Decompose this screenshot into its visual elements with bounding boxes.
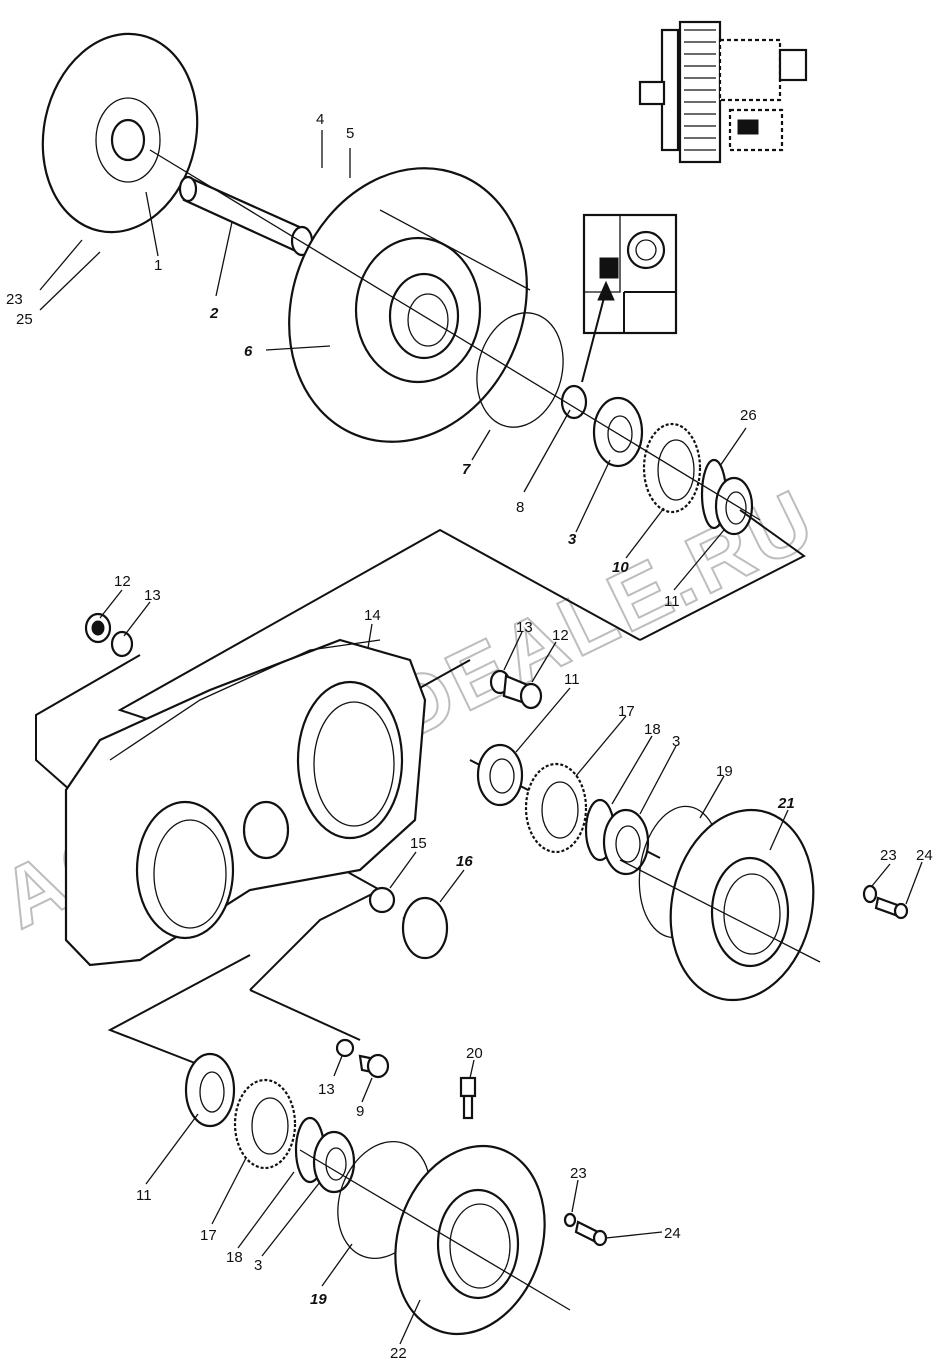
callout-label-c24a: 24 [916, 847, 933, 864]
input-shaft [178, 175, 314, 257]
callout-label-c13c: 13 [318, 1081, 335, 1098]
callout-label-c6: 6 [244, 343, 253, 360]
bolt-24-right [874, 896, 909, 920]
callout-label-c22: 22 [390, 1345, 407, 1362]
plug-15 [368, 886, 396, 914]
callout-label-c14: 14 [364, 607, 381, 624]
cover-21 [669, 808, 815, 1002]
callout-label-c10: 10 [612, 559, 629, 576]
callout-label-c1: 1 [154, 257, 162, 274]
callout-label-c5: 5 [346, 125, 354, 142]
gear-case-housing [64, 638, 427, 967]
callout-label-c18b: 18 [226, 1249, 243, 1266]
center-axis-lower [299, 1149, 571, 1311]
center-axis-middle [619, 859, 821, 963]
plug-9 [358, 1053, 390, 1079]
washer-13-lower [335, 1038, 355, 1058]
callout-label-c17b: 17 [200, 1227, 217, 1244]
assembly-inset [638, 20, 808, 164]
washer-23-lower [563, 1212, 577, 1228]
flex-plate [41, 32, 199, 234]
detail-arrow-line [581, 289, 607, 383]
callout-label-c11a: 11 [664, 593, 680, 610]
callout-label-c16: 16 [456, 853, 473, 870]
washer-13-upper-left [110, 630, 134, 658]
callout-label-c8: 8 [516, 499, 524, 516]
callout-label-c13a: 13 [144, 587, 161, 604]
callout-label-c24b: 24 [664, 1225, 681, 1242]
bearing-3-upper [592, 396, 644, 468]
o-ring-7 [476, 312, 564, 428]
leader-lines [39, 130, 923, 1345]
center-axis-upper [149, 149, 761, 521]
callout-label-c13b: 13 [516, 619, 533, 636]
callout-label-c23b: 23 [6, 291, 23, 308]
seal-8 [560, 384, 588, 420]
cover-22 [394, 1144, 546, 1336]
gear-17-lower [233, 1078, 297, 1170]
callout-label-c19a: 19 [716, 763, 733, 780]
flywheel-housing [288, 167, 528, 443]
washer-23-right [862, 884, 878, 904]
callout-label-c11c: 11 [136, 1187, 152, 1204]
callout-label-c2: 2 [209, 305, 219, 322]
callout-label-c7: 7 [462, 461, 471, 478]
plug-12-right [502, 674, 543, 710]
gear-17-middle [524, 762, 588, 854]
detail-arrow-head [597, 280, 615, 301]
callout-label-c23c: 23 [570, 1165, 587, 1182]
bearing-3-middle [602, 808, 650, 876]
callout-label-c26: 26 [740, 407, 757, 424]
fitting-20 [459, 1076, 477, 1120]
callout-label-c23a: 23 [880, 847, 897, 864]
bearing-section-inset [582, 213, 678, 335]
bearing-11-upper [714, 476, 754, 536]
callout-labels: 1233345678910111111121213131314151617171… [6, 111, 933, 1362]
callout-label-c3c: 3 [254, 1257, 262, 1274]
callout-label-c3b: 3 [672, 733, 680, 750]
gear-10 [642, 422, 702, 514]
callout-label-c12b: 12 [552, 627, 569, 644]
callout-label-c21: 21 [777, 795, 795, 812]
callout-label-c25: 25 [16, 311, 33, 328]
callout-label-c3a: 3 [568, 531, 577, 548]
callout-label-c20: 20 [466, 1045, 483, 1062]
bolt-24-lower [574, 1220, 608, 1247]
callout-label-c11b: 11 [564, 671, 580, 688]
callout-label-c9: 9 [356, 1103, 364, 1120]
callout-label-c15: 15 [410, 835, 427, 852]
bearing-11-middle [476, 743, 524, 807]
callout-label-c17a: 17 [618, 703, 635, 720]
bearing-11-lower [184, 1052, 236, 1128]
cap-16 [401, 896, 449, 960]
callout-label-c19b: 19 [310, 1291, 327, 1308]
callout-label-c18a: 18 [644, 721, 661, 738]
callout-label-c12a: 12 [114, 573, 131, 590]
callout-label-c4: 4 [316, 111, 324, 128]
bearing-3-lower [312, 1130, 356, 1194]
plug-12-upper-left [84, 612, 112, 644]
